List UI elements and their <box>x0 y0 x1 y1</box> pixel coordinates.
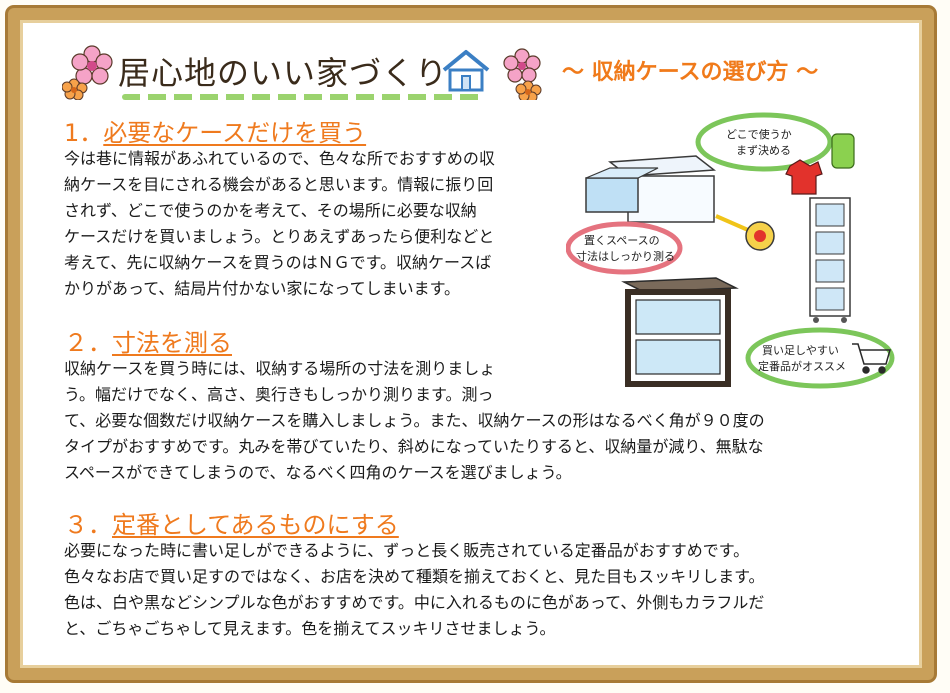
section-line: て、必要な個数だけ収納ケースを購入しましょう。また、収納ケースの形はなるべく角が… <box>64 411 765 430</box>
bubble-text: 寸法はしっかり測る <box>576 249 675 263</box>
section-number: ３． <box>64 511 112 539</box>
section-line: スペースができてしまうので、なるべく四角のケースを選びましょう。 <box>64 463 572 482</box>
section-title: 寸法を測る <box>112 329 232 357</box>
section-line: 納ケースを目にされる機会があると思います。情報に振り回 <box>64 175 494 194</box>
section-line: 色は、白や黒などシンプルな色がおすすめです。中に入れるものに色があって、外側もカ… <box>64 593 765 612</box>
section-number: ２． <box>64 329 112 357</box>
tape-measure-icon <box>715 214 775 251</box>
bubble-text: 定番品がオススメ <box>758 359 846 373</box>
section-line: タイプがおすすめです。丸みを帯びていたり、斜めになっていたりすると、収納量が減り… <box>64 437 764 456</box>
bubble-text: 買い足しやすい <box>762 344 839 357</box>
section-heading: ２．寸法を測る <box>64 330 874 356</box>
section-line: 必要になった時に書い足しができるように、ずっと長く販売されている定番品がおすすめ… <box>64 541 750 560</box>
section-line: かりがあって、結局片付かない家になってしまいます。 <box>64 279 461 298</box>
section-1: 1．必要なケースだけを買う 今は巷に情報があふれているので、色々な所でおすすめの… <box>64 120 559 302</box>
section-line: 今は巷に情報があふれているので、色々な所でおすすめの収 <box>64 149 495 168</box>
section-title: 定番としてあるものにする <box>112 511 399 539</box>
logo-underline <box>122 94 482 100</box>
bubble-text: どこで使うか <box>726 128 792 141</box>
bottle-icon <box>831 133 855 169</box>
logo-text: 居心地のいい家づくり <box>118 54 449 92</box>
section-line: 考えて、先に収納ケースを買うのはＮＧです。収納ケースば <box>64 253 492 272</box>
drawer-box-icon <box>585 155 717 223</box>
section-line: 収納ケースを買う時には、収納する場所の寸法を測りましょ <box>64 359 496 378</box>
shopping-cart-icon <box>852 343 891 374</box>
section-line: 色々なお店で買い足すのではなく、お店を決めて種類を揃えておくと、見た目もスッキリ… <box>64 567 765 586</box>
section-line: と、ごちゃごちゃして見えます。色を揃えてスッキリさせましょう。 <box>64 619 556 638</box>
storage-illustration: どこで使うか まず決める 置くスペースの 寸法はしっかり測る 買い足しやすい 定… <box>566 112 895 389</box>
section-heading: ３．定番としてあるものにする <box>64 512 874 538</box>
drawer-rack-icon <box>621 277 739 387</box>
section-2: ２．寸法を測る 収納ケースを買う時には、収納する場所の寸法を測りましょ う。幅だ… <box>64 330 874 486</box>
section-3: ３．定番としてあるものにする 必要になった時に書い足しができるように、ずっと長く… <box>64 512 874 642</box>
flower-icon <box>62 45 113 100</box>
house-icon <box>442 50 490 92</box>
flower-icon <box>503 48 542 100</box>
section-line: ケースだけを買いましょう。とりあえずあったら便利などと <box>64 227 495 246</box>
section-title: 必要なケースだけを買う <box>103 119 367 147</box>
speech-bubble <box>566 221 683 275</box>
speech-bubble <box>695 112 833 172</box>
section-number: 1． <box>64 119 104 147</box>
site-logo: 居心地のいい家づくり <box>62 40 542 100</box>
section-line: されず、どこで使うのかを考えて、その場所に必要な収納 <box>64 201 477 220</box>
bubble-text: まず決める <box>736 144 791 157</box>
section-heading: 1．必要なケースだけを買う <box>64 120 559 146</box>
tall-shelf-icon <box>809 197 851 323</box>
bubble-text: 置くスペースの <box>584 234 660 247</box>
page-title: ～ 収納ケースの選び方 ～ <box>562 60 819 85</box>
section-line: う。幅だけでなく、高さ、奥行きもしっかり測ります。測っ <box>64 385 494 404</box>
shirt-icon <box>785 159 823 195</box>
